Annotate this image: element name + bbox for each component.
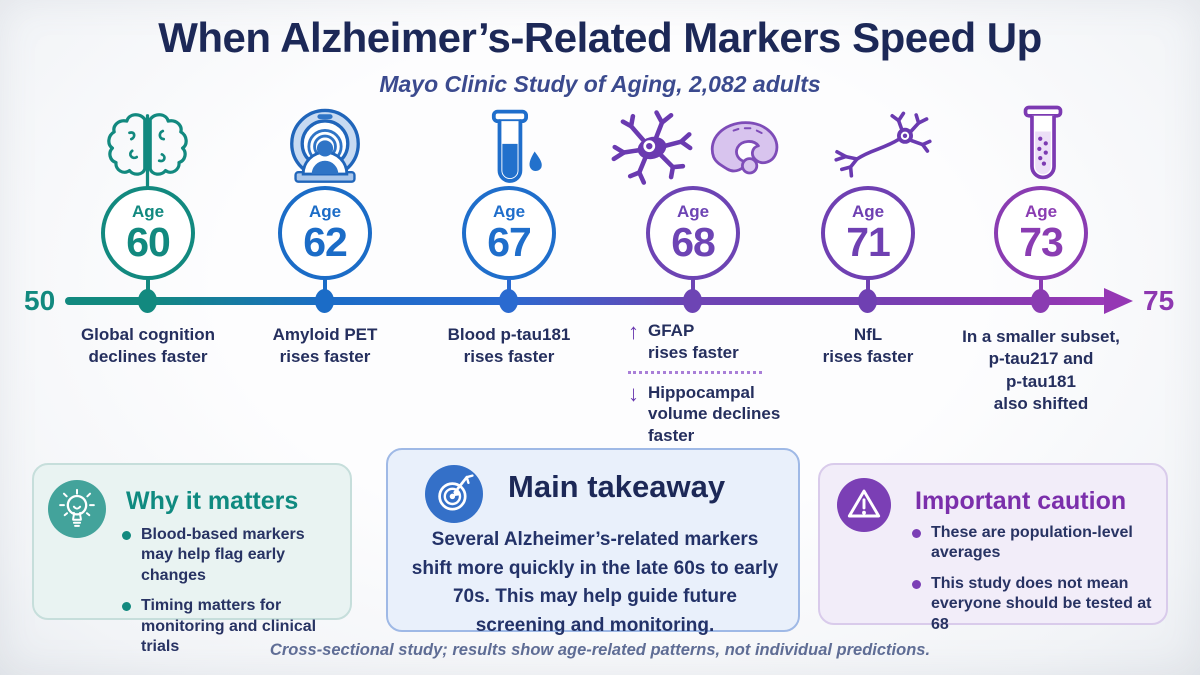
label-line: p-tau217 and xyxy=(988,349,1094,369)
takeaway-body: Several Alzheimer’s-related markers shif… xyxy=(411,529,779,636)
label-line: Global cognition xyxy=(80,325,216,344)
label-line: volume declines xyxy=(648,404,781,424)
label-line: In a smaller subset, xyxy=(962,327,1120,346)
page-title: When Alzheimer’s-Related Markers Speed U… xyxy=(158,14,1042,61)
blood-test-tube-icon xyxy=(491,109,542,183)
card-bullets: These are population-level averages This… xyxy=(912,523,1162,635)
astrocyte-icon xyxy=(611,110,693,185)
age-circle-68: Age 68 xyxy=(646,186,740,280)
age-value: 71 xyxy=(846,219,891,265)
bullet-text: These are population-level averages xyxy=(931,524,1133,562)
timeline-start-label: 50 xyxy=(24,285,56,316)
footnote: Cross-sectional study; results show age-… xyxy=(269,641,931,659)
warning-icon xyxy=(837,478,891,532)
bullet-dot-icon xyxy=(912,579,921,589)
marker-label-68: ↑ GFAP rises faster ↓ Hippocampal volume… xyxy=(628,320,788,447)
lab-test-tube-icon xyxy=(1023,105,1063,180)
label-line: faster xyxy=(648,426,695,445)
marker-label-62: Amyloid PET rises faster xyxy=(235,324,415,369)
timeline-arrowhead-icon xyxy=(1104,288,1133,314)
age-circle-73: Age 73 xyxy=(994,186,1088,280)
age-word: Age xyxy=(851,202,885,221)
age-word: Age xyxy=(308,202,342,221)
dotted-divider xyxy=(628,370,762,374)
timeline-dot-67 xyxy=(499,289,518,313)
timeline-dot-62 xyxy=(315,289,334,313)
marker-label-73: In a smaller subset, p-tau217 and p-tau1… xyxy=(941,326,1141,416)
main-takeaway-card: Main takeaway Several Alzheimer’s-relate… xyxy=(386,448,800,636)
label-line: GFAP xyxy=(648,321,695,340)
hippocampus-icon xyxy=(710,121,779,175)
marker-label-71: NfL rises faster xyxy=(778,324,958,369)
bullet-text: Timing matters for monitoring and clinic… xyxy=(141,597,317,656)
label-line: rises faster xyxy=(463,347,555,367)
bullet-text: Blood-based markers may help flag early … xyxy=(141,526,305,584)
label-line: also shifted xyxy=(993,394,1089,414)
down-arrow-icon: ↓ xyxy=(628,380,639,406)
bullet-item: This study does not mean everyone should… xyxy=(912,574,1162,635)
important-caution-card: Important caution These are population-l… xyxy=(818,463,1168,633)
age-circle-60: Age 60 xyxy=(101,186,195,280)
bullet-item: Blood-based markers may help flag early … xyxy=(122,525,340,586)
gfap-row: ↑ GFAP rises faster xyxy=(628,320,788,364)
timeline-dot-73 xyxy=(1031,289,1050,313)
card-heading: Main takeaway xyxy=(508,469,726,504)
timeline-end-label: 75 xyxy=(1143,285,1175,316)
card-bullets: Blood-based markers may help flag early … xyxy=(122,525,340,658)
why-it-matters-card: Why it matters Blood-based markers may h… xyxy=(32,463,352,655)
page-subtitle: Mayo Clinic Study of Aging, 2,082 adults xyxy=(379,71,821,97)
age-circle-62: Age 62 xyxy=(278,186,372,280)
timeline-dot-71 xyxy=(858,289,877,313)
age-word: Age xyxy=(131,202,165,221)
label-line: Hippocampal xyxy=(648,382,755,402)
label-line: Blood p-tau181 xyxy=(447,325,571,344)
timeline-line xyxy=(65,297,1107,305)
timeline-dot-60 xyxy=(138,289,157,313)
age-word: Age xyxy=(1024,202,1058,221)
age-circle-71: Age 71 xyxy=(821,186,915,280)
bullet-dot-icon xyxy=(122,531,131,540)
up-arrow-icon: ↑ xyxy=(628,319,639,344)
age-value: 68 xyxy=(671,219,716,265)
card-heading: Important caution xyxy=(915,487,1127,515)
age-word: Age xyxy=(492,202,526,221)
marker-label-67: Blood p-tau181 rises faster xyxy=(419,324,599,369)
age-value: 73 xyxy=(1019,219,1064,265)
brain-icon xyxy=(107,113,188,190)
card-heading: Why it matters xyxy=(126,487,299,515)
label-line: rises faster xyxy=(279,347,371,367)
label-line: Amyloid PET xyxy=(272,325,378,344)
label-line: NfL xyxy=(853,325,883,344)
marker-label-60: Global cognition declines faster xyxy=(58,324,238,369)
hippocampal-label: Hippocampal volume declines faster xyxy=(648,382,780,447)
bullet-item: These are population-level averages xyxy=(912,523,1162,564)
label-line: rises faster xyxy=(822,347,914,367)
label-line: p-tau181 xyxy=(1006,371,1076,391)
hippocampal-row: ↓ Hippocampal volume declines faster xyxy=(628,382,788,447)
timeline-dot-68 xyxy=(683,289,702,313)
bullet-text: This study does not mean everyone should… xyxy=(931,574,1152,633)
mri-scanner-icon xyxy=(290,108,360,183)
age-value: 62 xyxy=(303,219,348,265)
bullet-item: Timing matters for monitoring and clinic… xyxy=(122,596,340,657)
age-value: 60 xyxy=(126,219,171,265)
neuron-icon xyxy=(834,111,932,178)
label-line: declines faster xyxy=(88,347,208,367)
lightbulb-icon xyxy=(48,480,106,538)
age-value: 67 xyxy=(487,219,532,265)
label-line: rises faster xyxy=(648,342,739,362)
bullet-dot-icon xyxy=(122,602,131,612)
age-circle-67: Age 67 xyxy=(462,186,556,280)
gfap-label: GFAP rises faster xyxy=(648,320,739,364)
age-word: Age xyxy=(676,202,710,221)
bullet-dot-icon xyxy=(912,529,921,538)
target-icon xyxy=(425,465,483,523)
